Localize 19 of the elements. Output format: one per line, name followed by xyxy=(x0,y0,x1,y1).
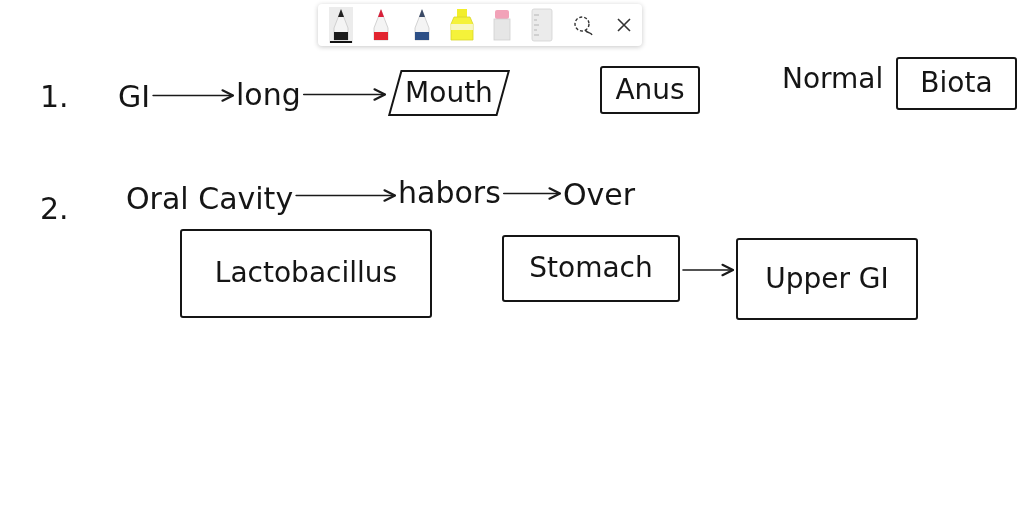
arrow xyxy=(682,263,735,277)
list-number: 1. xyxy=(40,80,69,113)
term-text: Over xyxy=(563,178,636,211)
parallelogram-box: Mouth xyxy=(388,70,510,116)
term-box: Biota xyxy=(896,57,1017,110)
term-box: Lactobacillus xyxy=(180,229,432,318)
arrow xyxy=(152,89,235,102)
term-text: long xyxy=(236,78,301,111)
list-number: 2. xyxy=(40,192,69,225)
arrow xyxy=(502,187,562,200)
arrow xyxy=(302,88,387,101)
term-box: Upper GI xyxy=(736,238,918,320)
term-box: Stomach xyxy=(502,235,680,302)
term-text: habors xyxy=(398,176,501,209)
term-text: GI xyxy=(118,80,151,113)
word-label: Normal xyxy=(782,64,884,95)
arrow xyxy=(295,189,397,202)
term-text: Oral Cavity xyxy=(126,182,294,215)
term-box: Anus xyxy=(600,66,700,114)
